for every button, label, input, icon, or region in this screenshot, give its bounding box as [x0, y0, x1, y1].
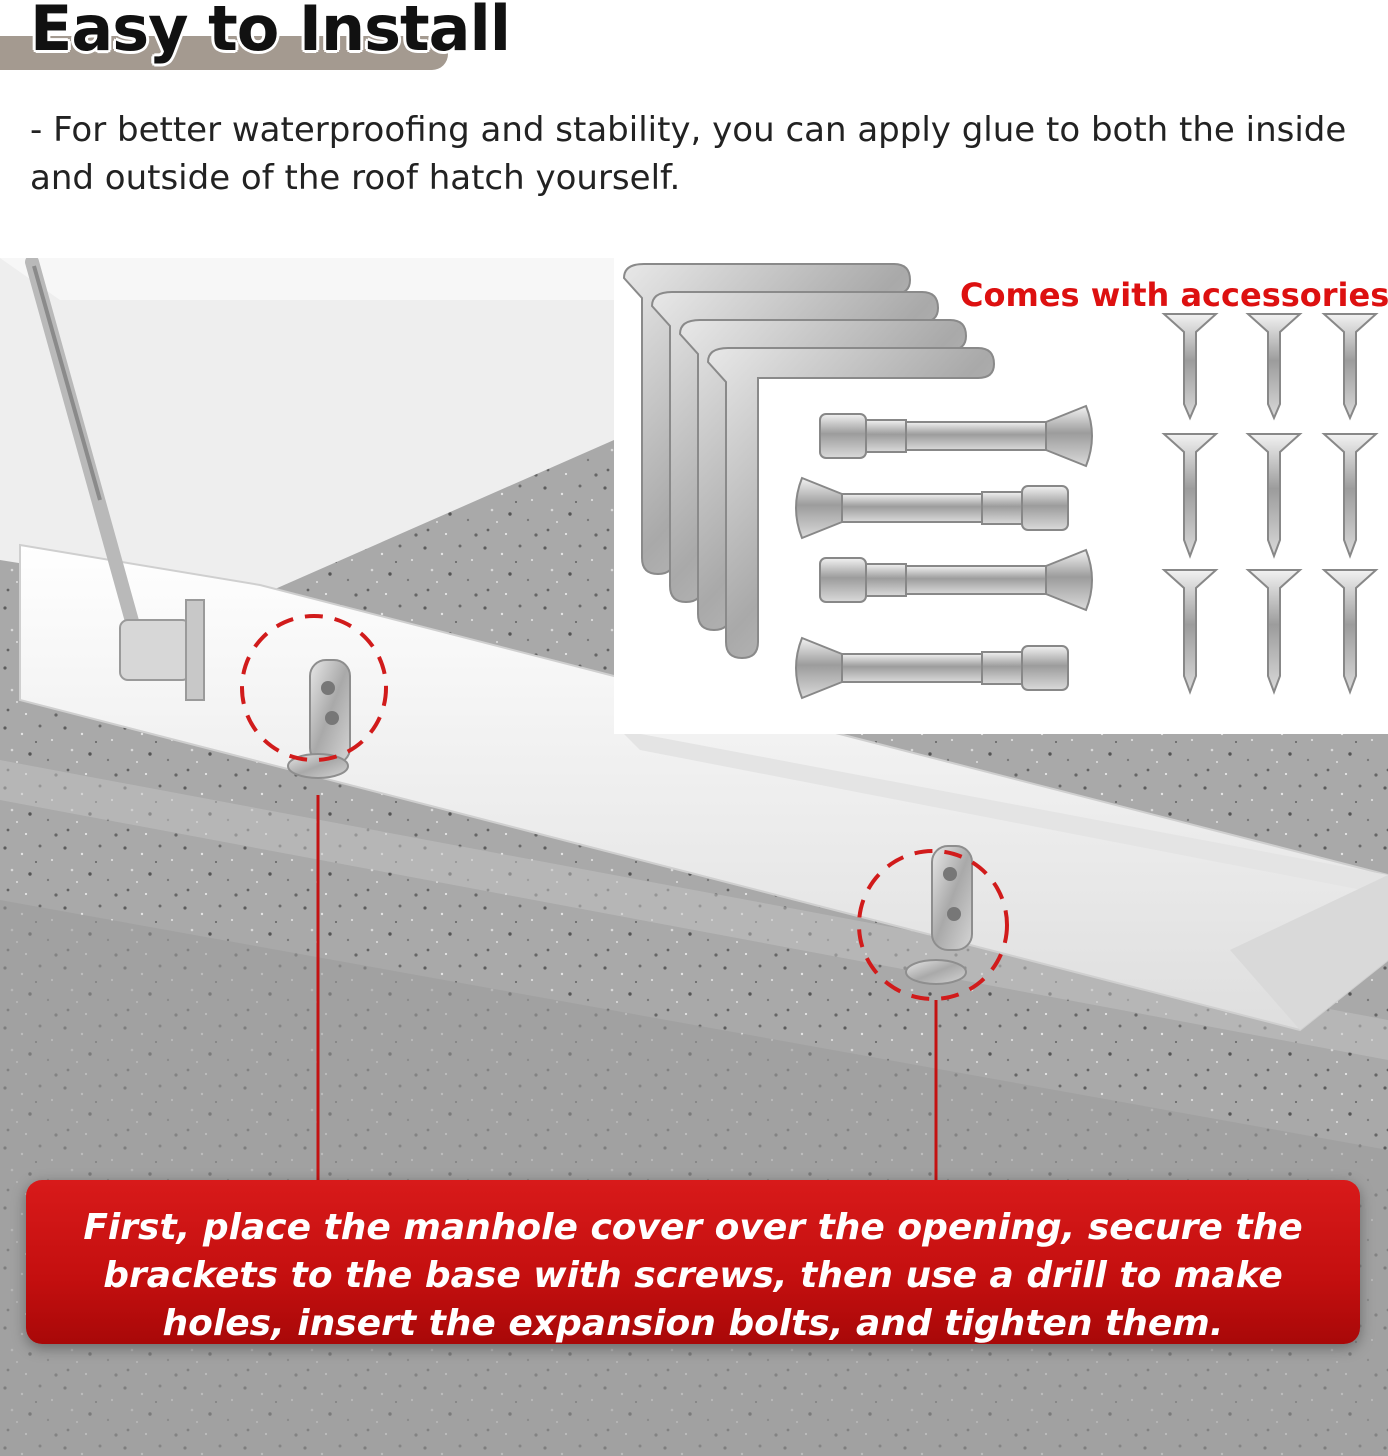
instruction-text: First, place the manhole cover over the … [83, 1207, 1303, 1344]
screw-icon [1161, 313, 1219, 421]
accessories-illustration [622, 263, 1379, 700]
screw-icon [1161, 569, 1219, 695]
hatch-lid [0, 258, 614, 600]
screw-icon [1161, 433, 1219, 559]
expansion-bolt-icon [819, 548, 1093, 612]
screw-icon [1245, 569, 1303, 695]
page-title: Easy to Install [30, 0, 511, 65]
instruction-banner: First, place the manhole cover over the … [26, 1180, 1360, 1344]
title-underline-bar [0, 36, 448, 70]
expansion-bolt-icon [819, 404, 1093, 468]
screw-icon [1321, 433, 1379, 559]
l-bracket-icon [706, 347, 996, 660]
expansion-bolt-icon [795, 636, 1069, 700]
screw-icon [1321, 313, 1379, 421]
screw-icon [1245, 313, 1303, 421]
screw-icon [1245, 433, 1303, 559]
bracket-installed-right [857, 845, 1009, 1180]
bracket-installed-left [240, 614, 388, 1180]
accessories-panel [614, 258, 1388, 734]
expansion-bolt-icon [795, 476, 1069, 540]
accessories-label: Comes with accessories [960, 276, 1388, 314]
hatch-frame [19, 543, 1388, 1032]
intro-text: - For better waterproofing and stability… [30, 110, 1347, 198]
screw-icon [1321, 569, 1379, 695]
